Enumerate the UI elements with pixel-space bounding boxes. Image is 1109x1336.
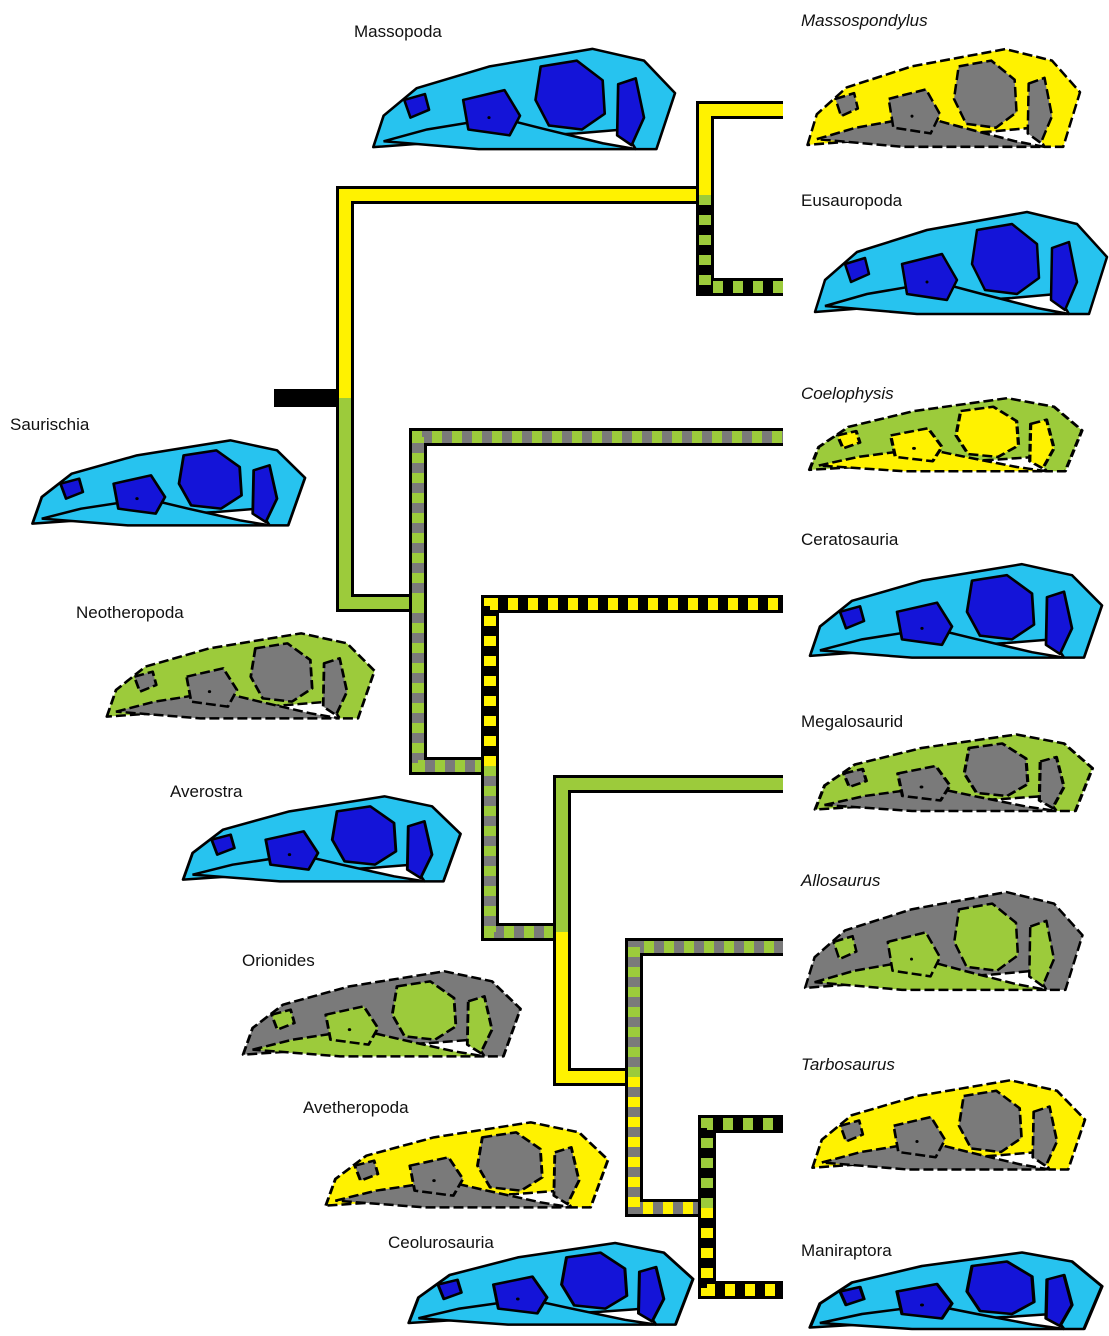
branch-neotheropoda-coelophysis [418, 437, 783, 603]
branch-avetheropoda-allosaurus [634, 947, 783, 1077]
label-coelurosauria: Ceolurosauria [388, 1233, 494, 1252]
skull-orionides [243, 971, 520, 1056]
label-eusauropoda: Eusauropoda [801, 191, 903, 210]
branch-coelurosauria-tarbosaurus [707, 1124, 783, 1208]
label-megalosaurid: Megalosaurid [801, 712, 903, 731]
label-orionides: Orionides [242, 951, 315, 970]
branch-massopoda-eusauropoda [705, 195, 783, 287]
branch-avetheropoda-coelurosauria [634, 1077, 707, 1208]
branch-averostra-orionides [490, 766, 562, 932]
root-marker [274, 389, 340, 407]
skull-massospondylus-dot [911, 115, 914, 118]
label-tarbosaurus: Tarbosaurus [801, 1055, 895, 1074]
label-coelophysis: Coelophysis [801, 384, 894, 403]
skull-tarbosaurus-dot [915, 1140, 918, 1143]
skull-saurischia [32, 440, 305, 525]
skull-neotheropoda [107, 633, 375, 718]
skull-megalosaurid-dot [920, 786, 924, 789]
branch-orionides-megalosaurid [562, 784, 783, 932]
label-averostra: Averostra [170, 782, 243, 801]
label-massospondylus: Massospondylus [801, 11, 928, 30]
skull-maniraptora [810, 1253, 1102, 1330]
label-avetheropoda: Avetheropoda [303, 1098, 409, 1117]
skull-massopoda [373, 49, 675, 149]
skull-eusauropoda [815, 212, 1107, 314]
label-saurischia: Saurischia [10, 415, 90, 434]
branch-neotheropoda-averostra [418, 603, 490, 766]
skull-coelophysis [809, 398, 1082, 471]
label-neotheropoda: Neotheropoda [76, 603, 184, 622]
branch-massopoda-massospondylus [705, 110, 783, 195]
skull-figures [32, 49, 1107, 1329]
skull-maniraptora-dot [920, 1304, 924, 1307]
skull-coelurosauria-dot [516, 1298, 520, 1301]
skull-avetheropoda-dot [432, 1179, 435, 1182]
skull-avetheropoda [326, 1122, 608, 1207]
skull-averostra-dot [288, 853, 291, 856]
skull-massospondylus [807, 49, 1080, 147]
skull-allosaurus-dot [910, 958, 913, 961]
skull-averostra [183, 796, 460, 881]
skull-tarbosaurus [812, 1080, 1085, 1169]
skull-orionides-dot [348, 1028, 351, 1031]
skull-massopoda-dot [487, 116, 490, 119]
branch-saurischia-neotheropoda [345, 398, 418, 603]
skull-eusauropoda-dot [926, 281, 929, 284]
skull-megalosaurid [815, 735, 1092, 812]
skull-saurischia-dot [135, 497, 138, 500]
skull-allosaurus [805, 892, 1082, 990]
branch-saurischia-massopoda [345, 195, 705, 398]
label-allosaurus: Allosaurus [800, 871, 881, 890]
skull-ceratosauria-dot [920, 627, 923, 630]
skull-ceratosauria [810, 564, 1102, 658]
branch-orionides-avetheropoda [562, 932, 634, 1077]
label-maniraptora: Maniraptora [801, 1241, 892, 1260]
branch-averostra-ceratosauria [490, 604, 783, 766]
skull-coelurosauria [409, 1243, 693, 1325]
label-ceratosauria: Ceratosauria [801, 530, 899, 549]
skull-neotheropoda-dot [208, 690, 211, 693]
label-massopoda: Massopoda [354, 22, 442, 41]
skull-coelophysis-dot [912, 447, 916, 450]
branch-coelurosauria-maniraptora [707, 1208, 783, 1290]
